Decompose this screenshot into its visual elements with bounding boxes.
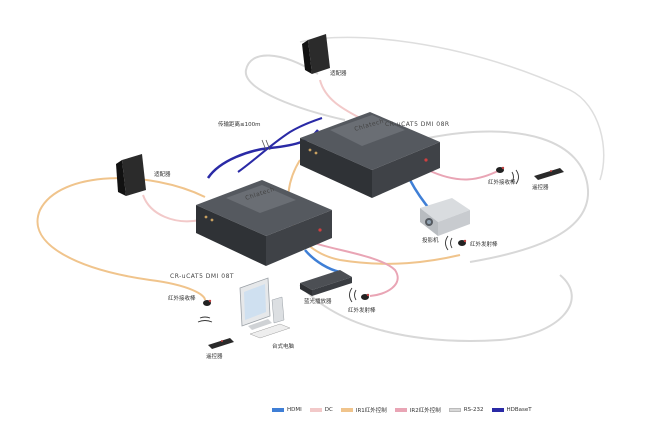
distance-break-mark-1 <box>261 139 267 151</box>
legend-label-ir1: IR1红外控制 <box>355 408 387 414</box>
receiver-device: Chlatech <box>300 112 440 198</box>
label-adapter-left: 适配器 <box>154 170 171 178</box>
ir-receiver-top <box>496 166 505 173</box>
label-bluray-player: 蓝光播放器 <box>304 297 332 305</box>
legend-swatch-hdbaset <box>491 408 504 412</box>
legend-swatch-ir2 <box>394 408 407 412</box>
rs232-cable-bottom-loop <box>299 274 573 342</box>
legend-swatch-ir1 <box>340 408 353 412</box>
ir1-cable-left <box>36 177 206 301</box>
desktop-pc <box>239 277 291 339</box>
distance-break-mark-2 <box>265 139 271 151</box>
bluray-player <box>300 270 352 296</box>
label-remote-left: 遥控器 <box>206 352 223 360</box>
legend-swatch-rs232 <box>448 408 461 412</box>
ir-signal-top <box>511 169 519 185</box>
rs232-cable-top-frame <box>299 36 605 181</box>
hdbaset-cable-2 <box>237 117 323 173</box>
ir2-cable-bottom <box>304 239 399 297</box>
ir-signal-emitter-left <box>349 287 357 303</box>
ir2-cable-top <box>427 169 501 181</box>
legend-item-ir1: IR1红外控制 <box>340 406 387 414</box>
label-model-top: CR-uCAT5 DMI 08R <box>385 121 450 128</box>
legend-item-rs232: RS-232 <box>448 407 484 413</box>
legend-swatch-dc <box>309 408 322 412</box>
label-projector: 投影机 <box>422 236 439 244</box>
legend-label-hdmi: HDMI <box>287 407 302 413</box>
ir-receiver-left <box>203 299 212 306</box>
power-adapter-left <box>116 154 146 196</box>
rs232-cable-top-loop <box>244 54 590 263</box>
label-remote-top: 遥控器 <box>532 183 549 191</box>
legend-label-dc: DC <box>324 407 333 413</box>
legend-item-ir2: IR2红外控制 <box>394 406 441 414</box>
label-desktop-pc: 台式电脑 <box>272 342 295 350</box>
legend-item-dc: DC <box>309 407 333 413</box>
label-ir-receiver-left: 红外接收棒 <box>168 294 196 302</box>
legend-item-hdbaset: HDBaseT <box>491 407 532 413</box>
legend-label-ir2: IR2红外控制 <box>409 408 441 414</box>
ir-emitter-top <box>458 239 467 246</box>
projector <box>420 198 470 236</box>
remote-top <box>534 168 564 180</box>
dc-cable-top <box>319 79 361 119</box>
transmitter-device: Chlatech <box>196 180 332 266</box>
label-model-left: CR-uCAT5 DMI 08T <box>170 273 234 280</box>
ir-emitter-left <box>361 293 370 300</box>
ir-signal-emitter-top <box>445 235 453 251</box>
dc-cable-left <box>142 194 201 223</box>
legend-swatch-hdmi <box>272 408 284 412</box>
label-ir-emitter-left: 红外发射棒 <box>348 306 376 314</box>
label-ir-receiver-top: 红外接收棒 <box>488 178 516 186</box>
legend-label-rs232: RS-232 <box>463 407 484 413</box>
label-ir-emitter-top: 红外发射棒 <box>470 240 498 248</box>
label-adapter-top: 适配器 <box>330 69 347 77</box>
legend-item-hdmi: HDMI <box>272 407 302 413</box>
ir-signal-left <box>197 316 213 323</box>
power-adapter-top <box>302 34 330 74</box>
remote-left <box>208 338 234 349</box>
legend: HDMI DC IR1红外控制 IR2红外控制 RS-232 HDBaseT <box>272 404 532 416</box>
legend-label-hdbaset: HDBaseT <box>506 407 532 413</box>
label-transmission-distance: 传输距离≤100m <box>218 120 260 128</box>
